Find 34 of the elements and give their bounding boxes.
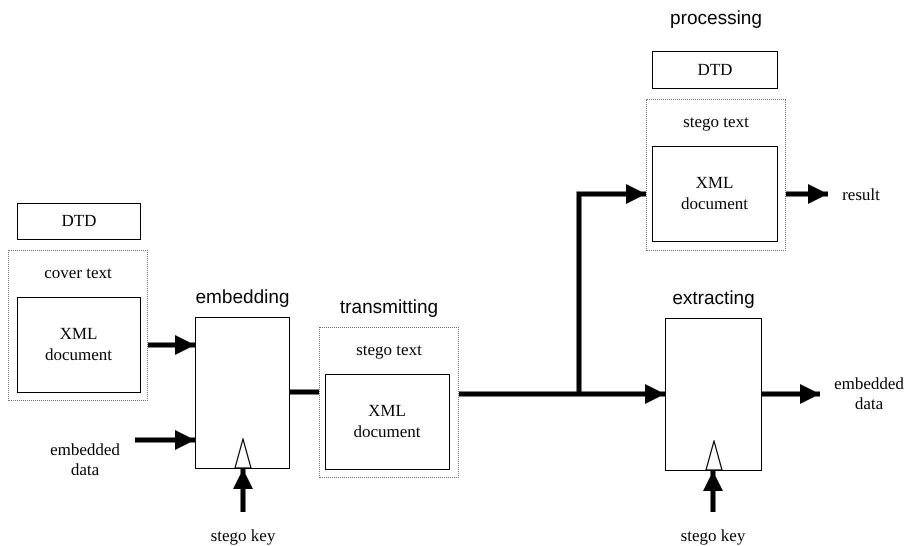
- process-box: [324, 374, 450, 470]
- box-text: stego text: [355, 340, 423, 360]
- stage-heading: processing: [669, 8, 763, 30]
- arrow: [762, 384, 820, 404]
- process-box: [17, 203, 141, 240]
- connector-line: [290, 390, 319, 394]
- node-label: stego key: [185, 512, 301, 546]
- process-box: [652, 51, 778, 89]
- stage-heading: embedding: [194, 287, 291, 309]
- arrow: [135, 430, 195, 450]
- node-label: stego key: [658, 512, 768, 546]
- stage-heading: transmitting: [338, 297, 440, 319]
- arrow: [148, 335, 195, 355]
- node-label: result: [828, 180, 894, 210]
- box-text: cover text: [43, 263, 113, 284]
- process-box: [16, 296, 140, 392]
- box-text: XML document: [680, 173, 750, 214]
- box-text: XML document: [44, 324, 114, 365]
- process-box: [665, 318, 762, 471]
- box-text: stego text: [682, 112, 750, 132]
- dotted-group-box: [319, 327, 459, 478]
- node-label: embedded data: [35, 430, 135, 490]
- arrow: [703, 471, 723, 512]
- dotted-group-box: [646, 99, 786, 251]
- arrow: [786, 184, 828, 204]
- box-text: DTD: [60, 211, 98, 232]
- stage-heading: extracting: [671, 288, 756, 310]
- dotted-group-box: [8, 250, 148, 401]
- node-label: embedded data: [820, 368, 918, 420]
- box-text: XML document: [352, 401, 422, 442]
- box-text: DTD: [696, 60, 734, 80]
- process-box: [652, 146, 778, 242]
- arrow: [233, 469, 253, 512]
- process-box: [195, 317, 290, 469]
